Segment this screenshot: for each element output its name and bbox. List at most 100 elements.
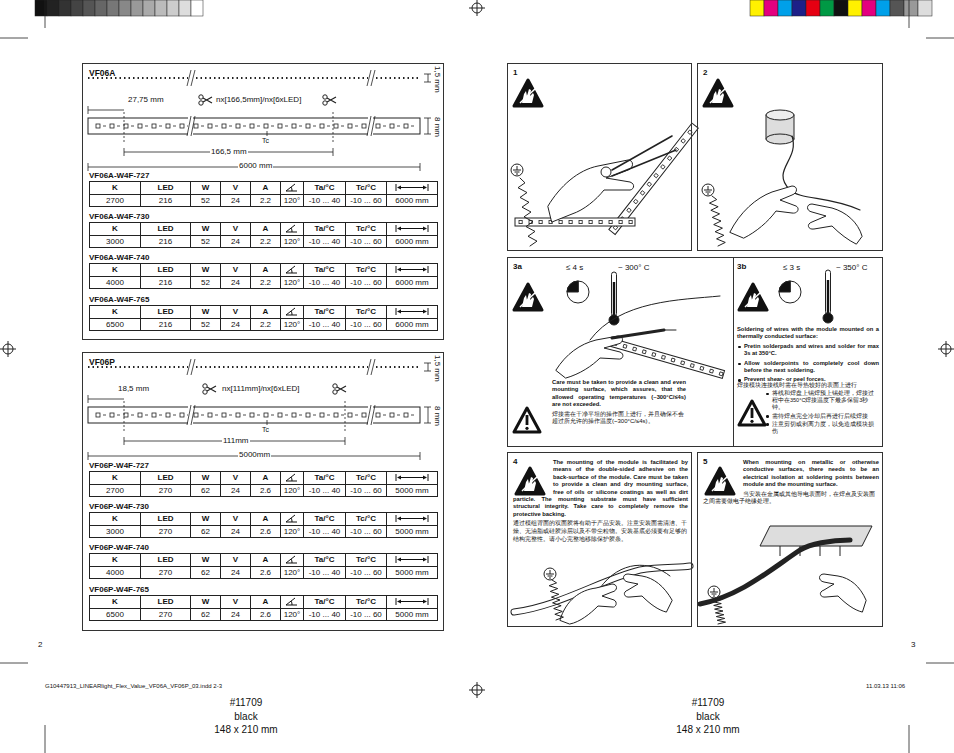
resistor <box>173 415 176 416</box>
led <box>681 139 685 143</box>
timer-sector <box>779 281 790 292</box>
dimension-tick <box>424 82 431 83</box>
table-header-cell <box>281 182 304 195</box>
print-slug: #11709 <box>638 697 778 708</box>
table-cell: 120° <box>281 609 304 622</box>
table-cell: 6000 mm <box>387 277 438 290</box>
ground-symbol <box>702 184 714 196</box>
parameter-value: ~ 300° C <box>618 263 649 272</box>
table-cell: 120° <box>281 567 304 580</box>
table-header-cell: LED <box>141 554 191 567</box>
colour-patch <box>792 0 806 16</box>
table-header-cell: LED <box>141 513 191 526</box>
warning-icon <box>739 401 765 425</box>
break-gap <box>368 70 373 86</box>
esd-slash <box>522 476 538 491</box>
ground-symbol <box>710 592 718 593</box>
table-header-cell <box>387 306 438 319</box>
panel-heading: VF06A <box>89 68 115 78</box>
spec-table-block: VF06A-W4F-765KLEDWVATa/°CTc/°C6500216522… <box>89 295 438 331</box>
table-header-cell: K <box>90 182 141 195</box>
table-cell: 216 <box>141 277 191 290</box>
led <box>334 413 338 417</box>
dimension-tick <box>424 363 431 364</box>
led <box>667 156 671 160</box>
led <box>390 124 394 128</box>
spec-table: KLEDWVATa/°CTc/°C650027062242.6120°-10 .… <box>89 595 438 621</box>
grey-patch <box>167 0 179 16</box>
print-slug: 148 x 210 mm <box>638 724 778 735</box>
table-cell: 120° <box>281 195 304 208</box>
dimension-label: 166,5 mm <box>210 148 248 157</box>
table-header-cell <box>281 472 304 485</box>
text-column: 焊接模块连接线时需在导热较好的表面上进行将线和焊盘上锡焊预上锡处理，焊接过程中在… <box>737 382 879 436</box>
print-slug: #11709 <box>176 697 316 708</box>
instruction-text: Allow solderpoints to completely cool do… <box>737 360 879 375</box>
dimension-tick <box>88 106 89 114</box>
resistor <box>411 126 414 127</box>
table-cell: 2.6 <box>251 526 281 539</box>
hand <box>556 336 623 378</box>
esd-slash <box>520 88 536 103</box>
spec-table-block: VF06A-W4F-727KLEDWVATa/°CTc/°C2700216522… <box>89 171 438 207</box>
length-icon <box>397 186 427 190</box>
table-cell: 120° <box>281 485 304 498</box>
colour-patch <box>820 0 834 16</box>
thermometer-fill <box>827 280 829 316</box>
beam-angle-icon <box>286 225 297 232</box>
grey-patch <box>131 0 143 16</box>
break-mark <box>371 359 375 375</box>
timer-dial <box>567 281 589 303</box>
beam-angle-icon <box>286 474 297 481</box>
led <box>320 413 324 417</box>
table-header-cell: Tc/°C <box>346 596 387 609</box>
led <box>236 124 240 128</box>
table-header-cell <box>387 264 438 277</box>
dimension-line <box>428 118 429 134</box>
table-header-cell: LED <box>141 306 191 319</box>
resistor <box>131 126 134 127</box>
grey-patch <box>143 0 155 16</box>
scissors-handle <box>203 390 207 394</box>
scissors-handle <box>323 101 327 105</box>
colour-patch <box>806 0 820 16</box>
table-cell: 52 <box>191 319 221 332</box>
led <box>362 124 366 128</box>
table-header-cell <box>387 596 438 609</box>
cut-line <box>333 112 334 142</box>
colour-patch <box>848 0 862 16</box>
crop-mark <box>926 663 954 664</box>
spec-table: KLEDWVATa/°CTc/°C400021652242.2120°-10 .… <box>89 263 438 289</box>
dimension-tick <box>424 423 431 424</box>
resistor <box>397 415 400 416</box>
hand <box>624 574 673 612</box>
led <box>539 220 542 223</box>
scissors-icon <box>203 384 216 394</box>
ground-symbol <box>511 164 523 176</box>
table-header-cell: W <box>191 554 221 567</box>
break-mark <box>371 116 375 136</box>
table-header-cell: Tc/°C <box>346 223 387 236</box>
led <box>180 413 184 417</box>
table-header-cell <box>387 182 438 195</box>
scissors-handle <box>199 101 203 105</box>
instruction-text: 将线和焊盘上锡焊预上锡处理，焊接过程中在350°C焊接温度下最多保留3秒钟。 <box>765 390 879 411</box>
dimension-line <box>88 110 124 111</box>
resistor <box>145 126 148 127</box>
resistor <box>327 415 330 416</box>
ground-symbol <box>549 578 551 579</box>
led <box>681 361 685 365</box>
table-cell: 62 <box>191 485 221 498</box>
resistor <box>229 126 232 127</box>
length-icon <box>397 227 427 231</box>
length-icon <box>396 184 428 191</box>
table-header-cell: Ta/°C <box>304 596 346 609</box>
coiled-cord <box>518 178 537 246</box>
led <box>671 358 675 362</box>
coiled-cord <box>549 580 563 620</box>
led <box>306 413 310 417</box>
led <box>194 124 198 128</box>
led <box>208 413 212 417</box>
led <box>180 124 184 128</box>
scissors-handle <box>323 95 327 99</box>
